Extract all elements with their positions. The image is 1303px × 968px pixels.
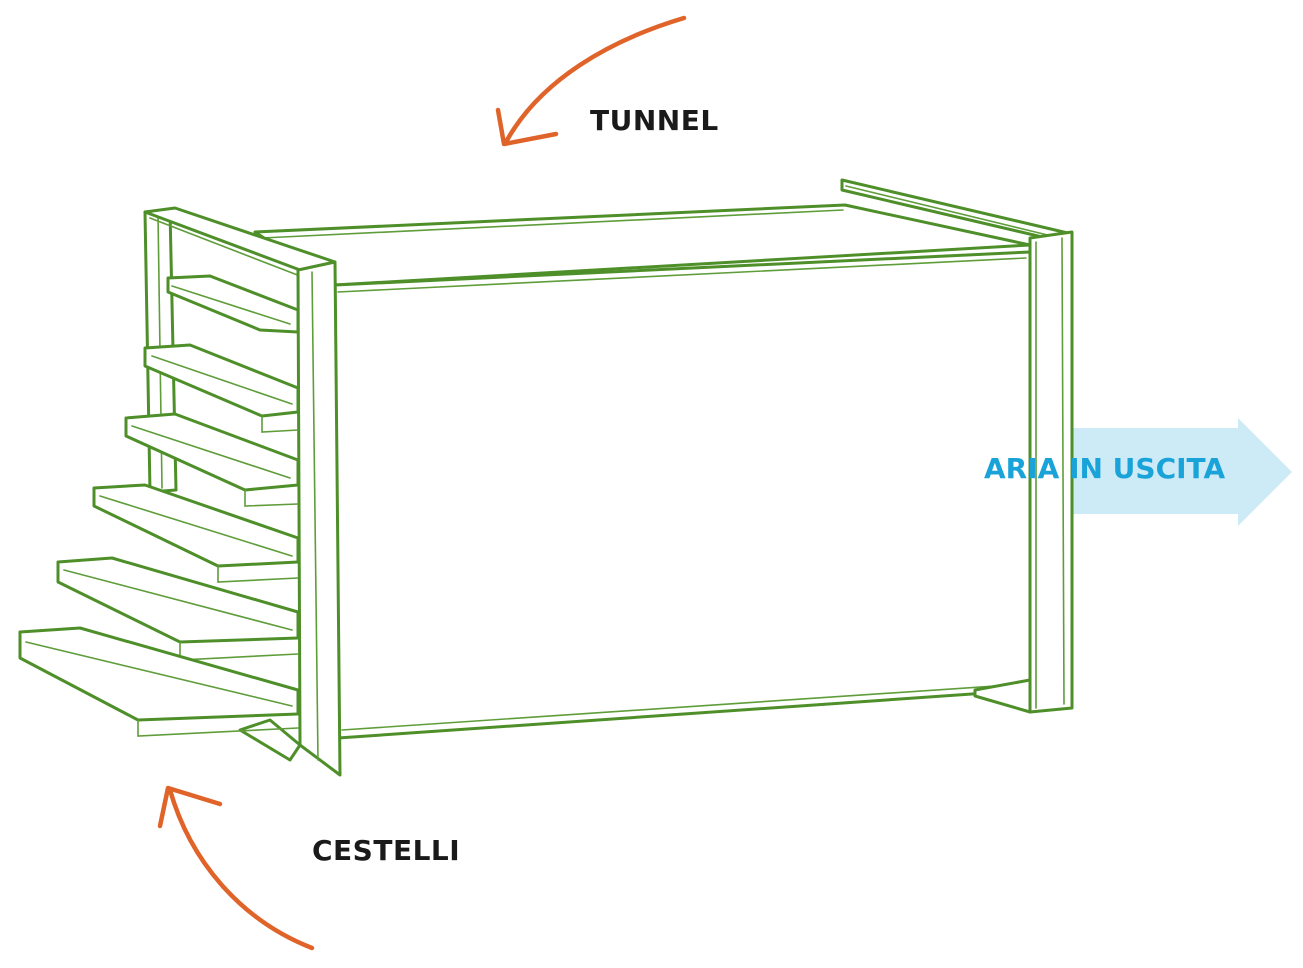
basket-1 [166, 274, 300, 334]
air-out-label: ARIA IN USCITA [984, 452, 1226, 485]
basket-6 [18, 626, 300, 737]
baskets [18, 274, 300, 737]
basket-4 [92, 483, 300, 583]
basket-3 [124, 412, 300, 507]
cestelli-label: CESTELLI [312, 834, 461, 867]
basket-2 [143, 343, 300, 433]
tunnel-label: TUNNEL [590, 104, 719, 137]
tunnel-body [253, 178, 1074, 740]
cestelli-pointer-arrow [157, 785, 315, 951]
tunnel-pointer-arrow [495, 15, 687, 147]
